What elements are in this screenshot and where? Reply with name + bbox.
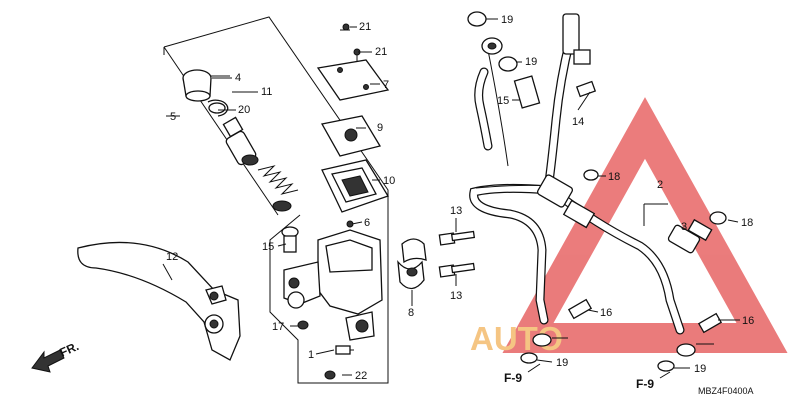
callout-6: 6 bbox=[364, 217, 370, 229]
callout-15-right: 15 bbox=[497, 95, 509, 107]
callout-18-right: 18 bbox=[741, 217, 753, 229]
assembly-outline bbox=[163, 16, 389, 384]
callout-1: 1 bbox=[308, 349, 314, 361]
callout-labels: 21 21 4 20 11 5 7 9 10 6 15 12 17 1 22 8… bbox=[166, 14, 754, 396]
callout-19-left: 19 bbox=[556, 357, 568, 369]
ref-label-right: F-9 bbox=[636, 377, 654, 391]
front-direction-arrow: FR. bbox=[31, 339, 81, 373]
callout-15-left: 15 bbox=[262, 241, 274, 253]
callout-22: 22 bbox=[355, 370, 367, 382]
callout-16-left: 16 bbox=[600, 307, 612, 319]
bolt-15-left bbox=[281, 226, 299, 253]
callout-10: 10 bbox=[383, 175, 395, 187]
switch-1 bbox=[335, 345, 354, 355]
diaphragm bbox=[321, 159, 389, 213]
holder-bolts bbox=[438, 230, 476, 278]
callout-7: 7 bbox=[383, 79, 389, 91]
bolt-lower bbox=[438, 262, 476, 278]
callout-19-top: 19 bbox=[501, 14, 513, 26]
reservoir-cap bbox=[316, 59, 390, 101]
watermark-logo: AUTO MOTO HUB bbox=[470, 97, 788, 357]
piston-kit bbox=[182, 69, 299, 212]
bolt-upper bbox=[438, 230, 476, 246]
brake-lever bbox=[77, 241, 241, 361]
callout-13-upper: 13 bbox=[450, 205, 462, 217]
callout-3: 3 bbox=[681, 221, 687, 233]
set-plate bbox=[320, 115, 382, 157]
callout-21-upper: 21 bbox=[359, 21, 371, 33]
callout-16-right: 16 bbox=[742, 315, 754, 327]
brake-hoses bbox=[467, 11, 727, 372]
piston-part bbox=[222, 116, 259, 166]
callout-14: 14 bbox=[572, 116, 584, 128]
diagram-code: MBZ4F0400A bbox=[698, 386, 754, 396]
callout-20: 20 bbox=[238, 104, 250, 116]
callout-4: 4 bbox=[235, 72, 241, 84]
callout-13-lower: 13 bbox=[450, 290, 462, 302]
hose-clamp bbox=[667, 218, 713, 254]
callout-2: 2 bbox=[657, 179, 663, 191]
callout-9: 9 bbox=[377, 122, 383, 134]
handlebar-holder bbox=[397, 238, 427, 290]
callout-11: 11 bbox=[261, 86, 272, 98]
spring-part bbox=[257, 165, 299, 212]
callout-19-right: 19 bbox=[694, 363, 706, 375]
callout-18-left: 18 bbox=[608, 171, 620, 183]
boot-part bbox=[182, 69, 212, 102]
circlip-part bbox=[207, 99, 229, 117]
watermark-triangle bbox=[502, 97, 788, 353]
watermark-text-right: HUB bbox=[705, 320, 777, 357]
fr-label: FR. bbox=[58, 339, 81, 360]
callout-5: 5 bbox=[170, 111, 176, 123]
screw-22 bbox=[324, 370, 336, 380]
callout-12: 12 bbox=[166, 251, 178, 263]
screw-17 bbox=[297, 320, 309, 330]
master-cylinder-body bbox=[283, 220, 383, 341]
watermark-text-mid: MOTO bbox=[588, 320, 686, 357]
leader-lines bbox=[162, 18, 740, 379]
reservoir-top-parts bbox=[316, 23, 390, 213]
callout-21-lower: 21 bbox=[375, 46, 387, 58]
callout-8: 8 bbox=[408, 307, 414, 319]
callout-19-upper: 19 bbox=[525, 56, 537, 68]
ref-label-left: F-9 bbox=[504, 371, 522, 385]
callout-17: 17 bbox=[272, 321, 284, 333]
